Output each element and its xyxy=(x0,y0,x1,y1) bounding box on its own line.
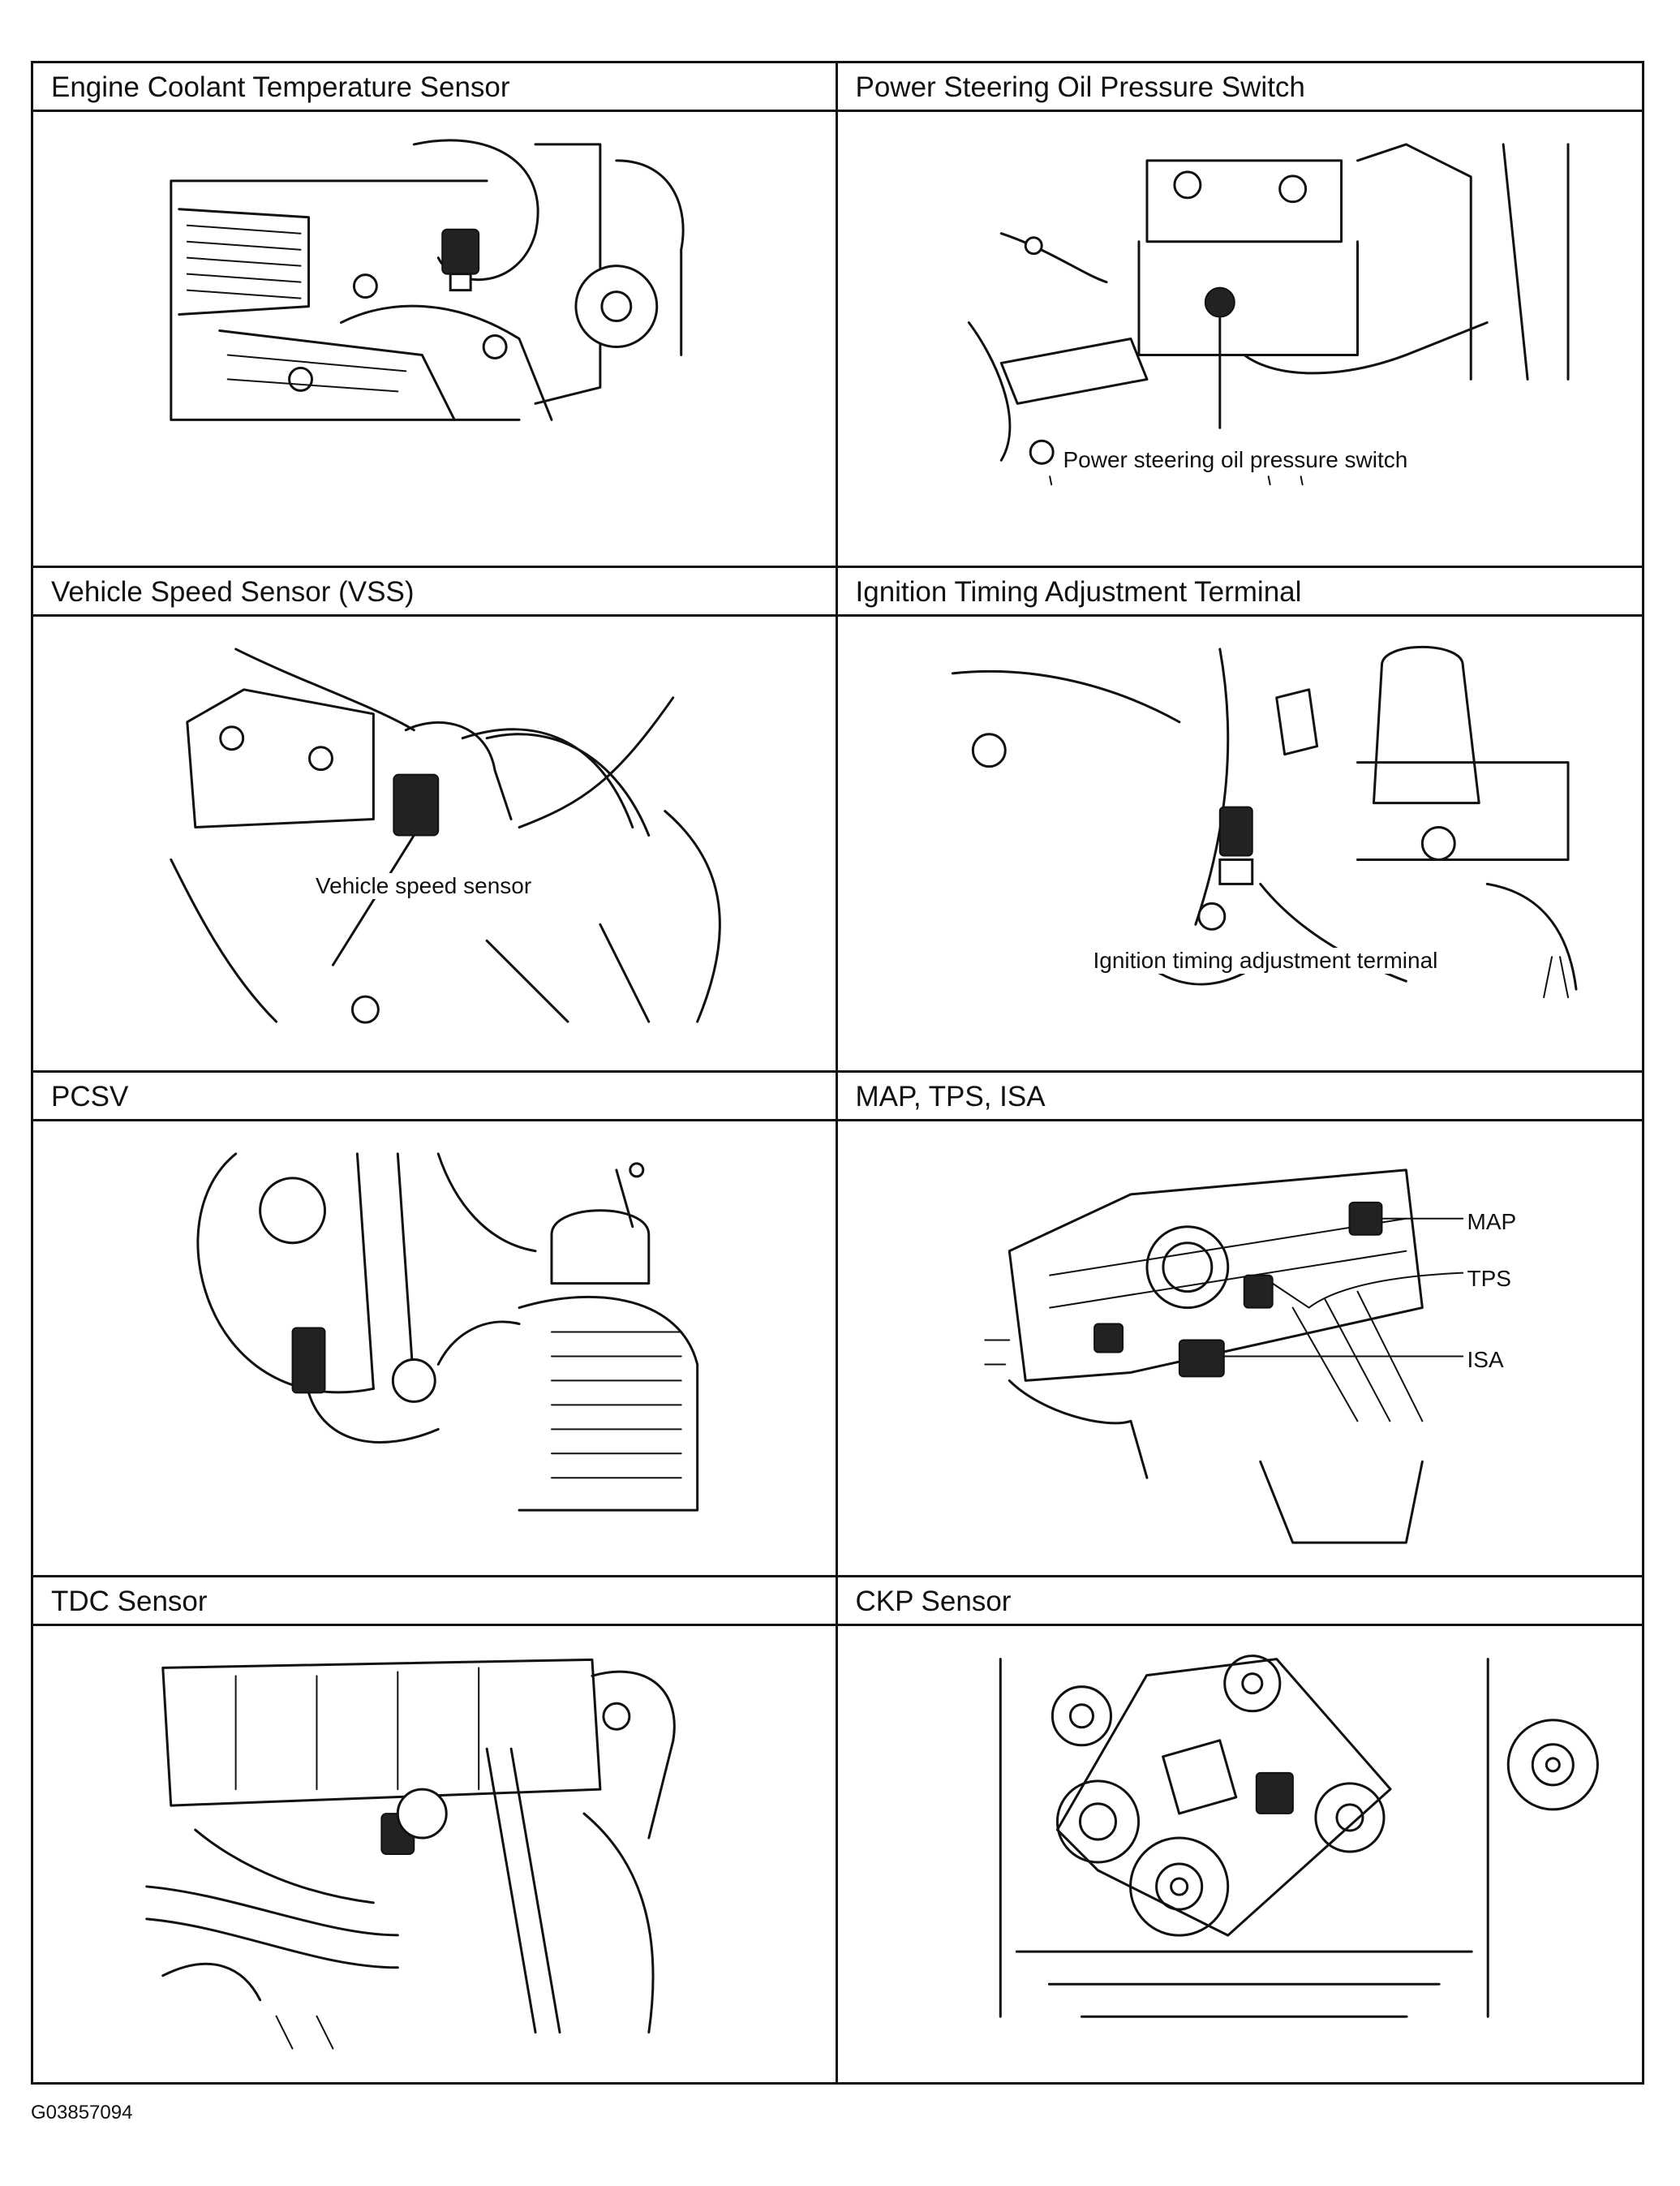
panel-vehicle-speed-sensor: Vehicle Speed Sensor (VSS) Vehicle speed… xyxy=(33,568,838,1073)
callout-isa: ISA xyxy=(1464,1347,1506,1373)
callout-map: MAP xyxy=(1464,1209,1519,1235)
panel-title: TDC Sensor xyxy=(33,1577,836,1626)
panel-illustration xyxy=(838,1626,1643,2082)
callout-tps: TPS xyxy=(1464,1266,1514,1292)
panel-illustration: MAP TPS ISA xyxy=(838,1121,1643,1575)
panel-title: CKP Sensor xyxy=(837,1577,1642,1626)
ignition-timing-terminal-illustration xyxy=(951,646,1578,999)
map-tps-isa-illustration xyxy=(983,1168,1463,1544)
panel-power-steering-oil-pressure-switch: Power Steering Oil Pressure Switch Power xyxy=(837,63,1643,568)
panel-illustration: Vehicle speed sensor xyxy=(33,617,836,1070)
panel-title: Power Steering Oil Pressure Switch xyxy=(837,63,1642,112)
power-steering-switch-illustration xyxy=(967,143,1570,486)
panel-illustration: Power steering oil pressure switch xyxy=(838,112,1643,566)
panel-title: Vehicle Speed Sensor (VSS) xyxy=(33,568,836,617)
callout-power-steering-oil-pressure-switch: Power steering oil pressure switch xyxy=(1060,447,1411,473)
panel-illustration xyxy=(33,112,836,566)
panel-illustration xyxy=(33,1121,836,1575)
callout-vehicle-speed-sensor: Vehicle speed sensor xyxy=(313,873,535,899)
vehicle-speed-sensor-illustration xyxy=(170,648,721,1024)
panel-ignition-timing-adjustment-terminal: Ignition Timing Adjustment Terminal Igni… xyxy=(837,568,1643,1073)
panel-title: Engine Coolant Temperature Sensor xyxy=(33,63,836,112)
ckp-sensor-illustration xyxy=(999,1655,1599,2018)
panel-title: PCSV xyxy=(33,1073,836,1121)
panel-illustration: Ignition timing adjustment terminal xyxy=(838,617,1643,1070)
figure-code: G03857094 xyxy=(31,2102,133,2124)
panel-ckp-sensor: CKP Sensor xyxy=(837,1577,1643,2082)
sensor-location-grid: Engine Coolant Temperature Sensor xyxy=(31,61,1644,2085)
tdc-sensor-illustration xyxy=(145,1658,676,2050)
panel-map-tps-isa: MAP, TPS, ISA MAP TPS ISA xyxy=(837,1073,1643,1577)
panel-title: Ignition Timing Adjustment Terminal xyxy=(837,568,1642,617)
panel-illustration xyxy=(33,1626,836,2082)
panel-title: MAP, TPS, ISA xyxy=(837,1073,1642,1121)
pcsv-illustration xyxy=(196,1152,699,1512)
engine-coolant-sensor-illustration xyxy=(170,139,685,421)
panel-tdc-sensor: TDC Sensor xyxy=(33,1577,838,2082)
panel-engine-coolant-temperature-sensor: Engine Coolant Temperature Sensor xyxy=(33,63,838,568)
callout-ignition-timing-adjustment-terminal: Ignition timing adjustment terminal xyxy=(1090,948,1441,974)
panel-pcsv: PCSV xyxy=(33,1073,838,1577)
